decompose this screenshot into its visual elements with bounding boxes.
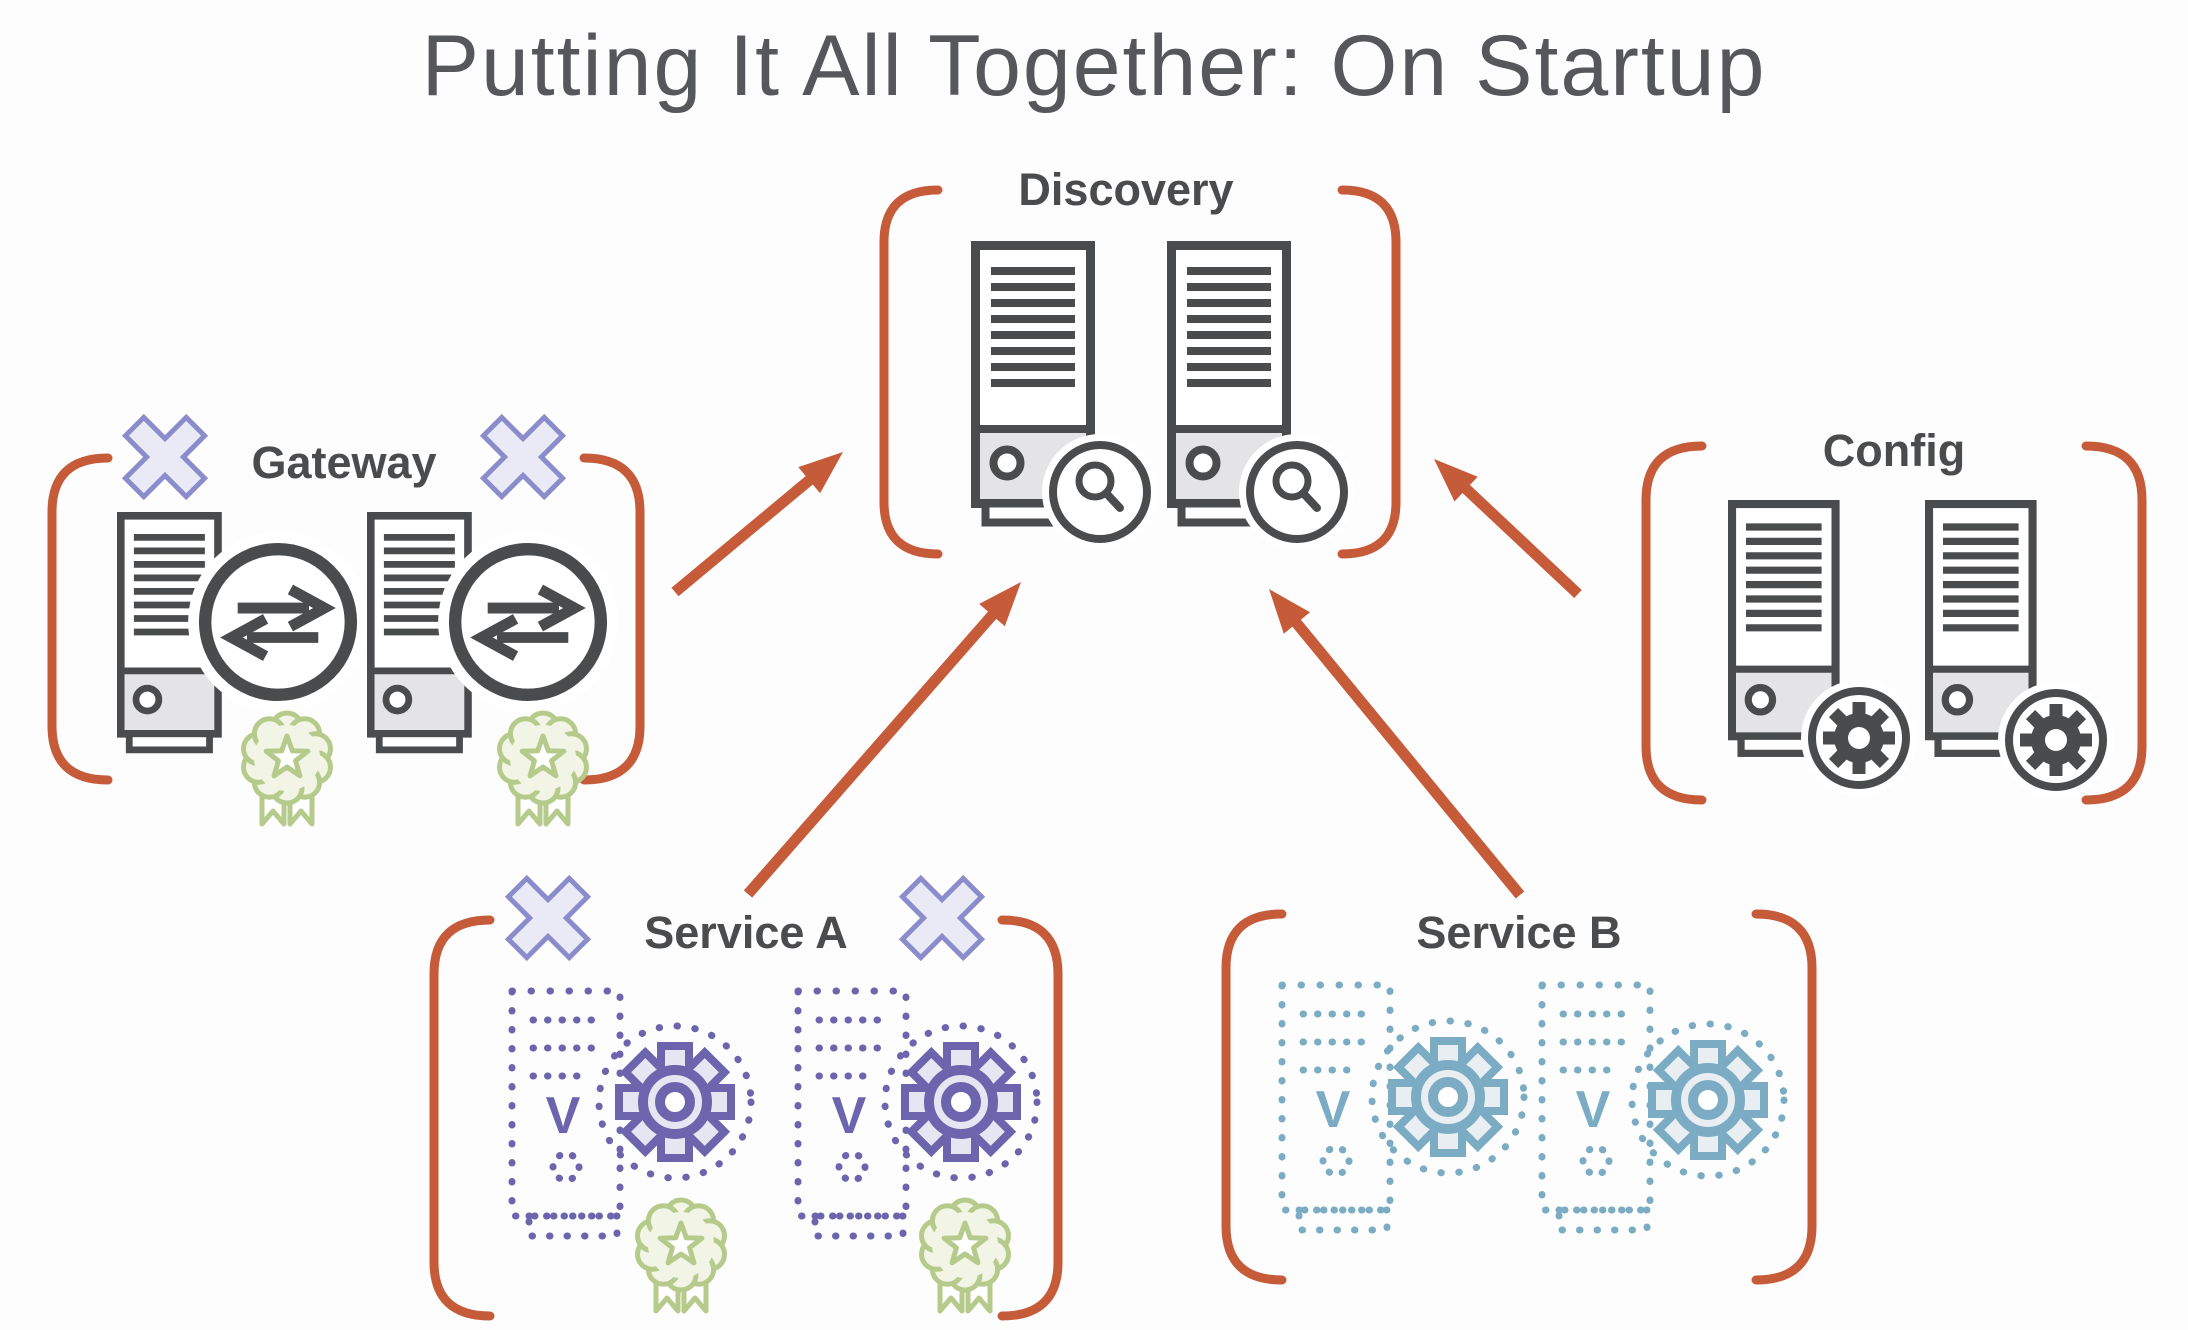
bracket-left — [429, 915, 495, 1321]
gear-icon — [1369, 1018, 1527, 1176]
badge-circle — [438, 532, 618, 712]
gear-icon — [596, 1023, 754, 1181]
bracket-right — [579, 453, 645, 785]
gear-icon — [1629, 1021, 1787, 1179]
bracket-right — [2081, 441, 2147, 805]
award-ribbon-icon — [922, 1200, 1009, 1311]
award-ribbon-icon — [638, 1200, 725, 1311]
cluster-discovery: Discovery — [879, 164, 1401, 559]
award-ribbon-icon — [244, 713, 331, 824]
badge-circle — [1239, 434, 1355, 550]
dotted-server-icon — [1542, 985, 1650, 1230]
config-label: Config — [1823, 425, 1965, 476]
badge-circle — [188, 532, 368, 712]
x-mark-icon — [462, 396, 584, 518]
dotted-server-icon — [1282, 985, 1390, 1230]
bracket-right — [1751, 909, 1817, 1285]
dotted-server-icon — [798, 991, 906, 1236]
gateway-label: Gateway — [251, 437, 436, 488]
bracket-left — [1221, 909, 1287, 1285]
arrow-service-b-to-discovery — [1269, 589, 1525, 899]
dotted-server-icon — [512, 991, 620, 1236]
service-a-label: Service A — [644, 907, 847, 958]
arrow-service-a-to-discovery — [743, 582, 1021, 898]
bracket-left — [1641, 441, 1707, 805]
bracket-left — [47, 453, 113, 785]
cluster-service-a: Service A — [429, 857, 1063, 1321]
bracket-right — [997, 915, 1063, 1321]
gear-icon — [882, 1023, 1040, 1181]
cluster-config: Config — [1641, 425, 2147, 805]
x-mark-icon — [104, 396, 226, 518]
bracket-right — [1337, 185, 1401, 559]
discovery-label: Discovery — [1018, 164, 1233, 215]
x-mark-icon — [487, 857, 609, 979]
arrow-gateway-to-discovery — [671, 452, 843, 597]
bracket-left — [879, 185, 943, 559]
arrow-config-to-discovery — [1434, 459, 1582, 599]
service-b-label: Service B — [1416, 907, 1621, 958]
badge-circle — [1042, 434, 1158, 550]
x-mark-icon — [881, 857, 1003, 979]
slide-title: Putting It All Together: On Startup — [422, 18, 1767, 114]
award-ribbon-icon — [500, 713, 587, 824]
cluster-service-b: Service B — [1221, 907, 1817, 1285]
cluster-gateway: Gateway — [47, 396, 645, 824]
